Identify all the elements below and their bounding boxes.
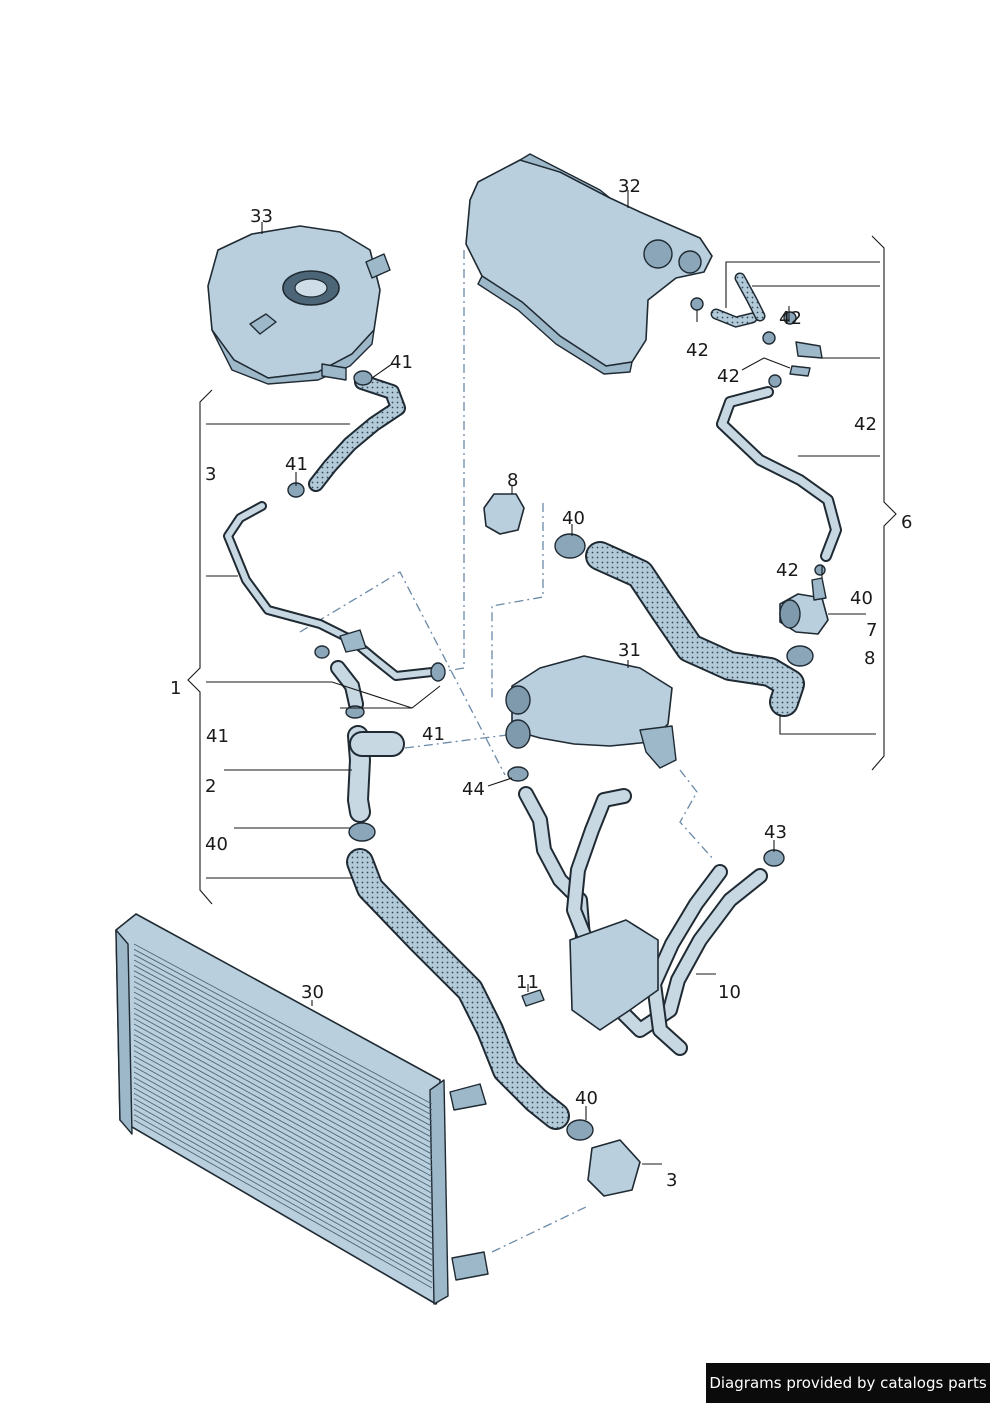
label-31: 31 (618, 640, 641, 661)
label-41: 41 (285, 454, 308, 475)
alignment-lines (299, 250, 715, 1253)
label-41: 41 (206, 726, 229, 747)
label-40: 40 (575, 1088, 598, 1109)
upper-radiator-hose (483, 493, 805, 717)
label-42: 42 (779, 308, 802, 329)
label-33: 33 (250, 206, 273, 227)
intake-manifold (465, 153, 713, 375)
pipe-assembly-10 (518, 786, 785, 1056)
label-11: 11 (516, 972, 539, 993)
label-1: 1 (170, 678, 181, 699)
label-3: 3 (205, 464, 216, 485)
vent-hoses-42 (690, 272, 826, 576)
label-10: 10 (718, 982, 741, 1003)
label-41: 41 (422, 724, 445, 745)
label-40: 40 (562, 508, 585, 529)
label-3: 3 (666, 1170, 677, 1191)
leader-lines (206, 190, 880, 1165)
label-7: 7 (866, 620, 877, 641)
hose-42-right (716, 386, 842, 562)
vent-hose-3 (287, 370, 406, 498)
label-30: 30 (301, 982, 324, 1003)
label-40: 40 (850, 588, 873, 609)
coolant-pipe-1 (223, 501, 446, 719)
lower-radiator-hose (346, 848, 641, 1197)
label-32: 32 (618, 176, 641, 197)
label-8: 8 (864, 648, 875, 669)
label-42: 42 (776, 560, 799, 581)
label-6: 6 (901, 512, 912, 533)
label-2: 2 (205, 776, 216, 797)
label-43: 43 (764, 822, 787, 843)
thermostat-housing (505, 655, 677, 782)
expansion-tank (207, 225, 391, 385)
label-8: 8 (507, 470, 518, 491)
group-brackets (187, 235, 897, 905)
label-44: 44 (462, 779, 485, 800)
label-42: 42 (686, 340, 709, 361)
label-40: 40 (205, 834, 228, 855)
radiator (115, 913, 489, 1305)
connector-7 (779, 577, 829, 667)
elbow-2 (346, 725, 405, 842)
callout-labels: 33 32 41 3 41 1 41 41 2 40 8 40 42 42 42… (170, 176, 912, 1191)
watermark: Diagrams provided by catalogs parts (706, 1363, 990, 1403)
label-41: 41 (390, 352, 413, 373)
label-42: 42 (717, 366, 740, 387)
label-42: 42 (854, 414, 877, 435)
